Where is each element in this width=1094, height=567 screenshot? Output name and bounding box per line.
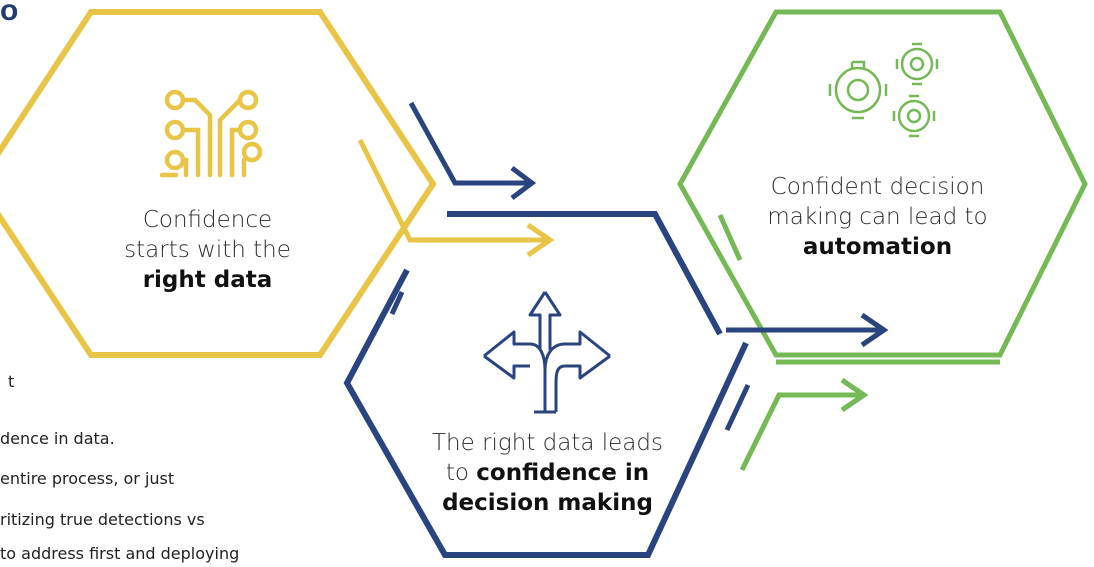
label-line: Confidence	[142, 207, 273, 233]
split-arrows-icon	[483, 291, 611, 414]
hexagon-label-decision: The right data leads to confidence in de…	[410, 428, 685, 518]
yellow-arrow	[357, 138, 555, 258]
text-line: dence in data.	[0, 429, 115, 448]
corner-fragment: o	[0, 0, 19, 27]
navy-arrow-bottom	[726, 312, 889, 348]
green-separator	[717, 213, 1000, 365]
text-line: t	[8, 372, 15, 391]
circuit-icon	[159, 89, 263, 178]
hexagon-right-data	[0, 9, 437, 358]
hexagon-label-data: Confidence starts with the right data	[95, 205, 320, 295]
label-line: making can lead to	[767, 204, 988, 230]
label-line: Confident decision	[770, 174, 985, 200]
text-line: entire process, or just	[0, 469, 175, 488]
text-line: to address first and deploying	[0, 544, 240, 563]
text-line: ritizing true detections vs	[0, 510, 205, 529]
label-bold: confidence in	[476, 460, 650, 486]
label-line: The right data leads	[432, 430, 663, 456]
body-text-fragment: t dence in data. entire process, or just…	[0, 0, 380, 567]
hexagon-label-automation: Confident decision making can lead to au…	[755, 172, 1000, 262]
gears-icon	[828, 42, 939, 138]
green-arrow	[739, 377, 869, 472]
label-bold: automation	[802, 234, 953, 260]
hexagon-decision	[343, 211, 749, 558]
label-bold: decision making	[442, 490, 653, 516]
hexagon-automation	[677, 9, 1088, 358]
navy-arrow-top	[408, 101, 537, 200]
label-prefix: to	[445, 460, 477, 486]
label-bold: right data	[142, 267, 273, 293]
navy-short-line	[389, 290, 751, 432]
label-line: starts with the	[124, 237, 291, 263]
